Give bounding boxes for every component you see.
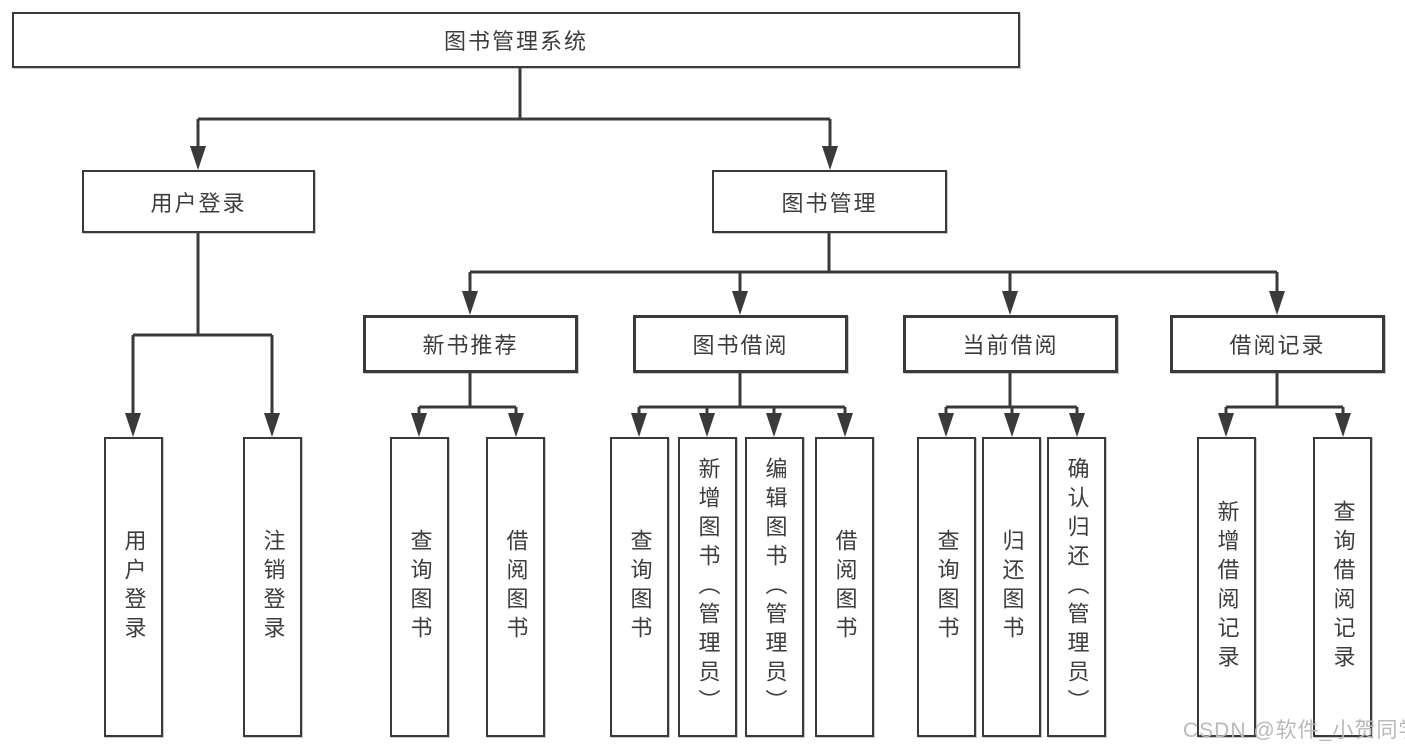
- leaf-logout: 注销登录: [243, 437, 302, 737]
- leaf-confirm-return-admin: 确认归还（管理员）: [1047, 437, 1106, 737]
- leaf-user-login: 用户登录: [104, 437, 163, 737]
- leaf-borrow-books: 借阅图书: [815, 437, 874, 737]
- node-current-borrowing: 当前借阅: [903, 315, 1118, 373]
- node-borrowing-records: 借阅记录: [1170, 315, 1385, 373]
- leaf-add-borrow-record: 新增借阅记录: [1197, 437, 1256, 737]
- node-user-login: 用户登录: [82, 170, 315, 233]
- node-book-borrowing: 图书借阅: [633, 315, 848, 373]
- leaf-edit-books-admin: 编辑图书（管理员）: [745, 437, 804, 737]
- node-new-book-recommend: 新书推荐: [363, 315, 578, 373]
- leaf-return-books: 归还图书: [982, 437, 1041, 737]
- leaf-add-books-admin: 新增图书（管理员）: [678, 437, 737, 737]
- node-book-management: 图书管理: [712, 170, 947, 233]
- leaf-query-books-borrow: 查询图书: [610, 437, 669, 737]
- csdn-watermark: CSDN @软件_小贺同学: [1183, 719, 1405, 742]
- leaf-query-books-recommend: 查询图书: [390, 437, 449, 737]
- leaf-borrow-books-recommend: 借阅图书: [486, 437, 545, 737]
- node-root-library-management-system: 图书管理系统: [12, 12, 1020, 68]
- leaf-query-borrow-record: 查询借阅记录: [1313, 437, 1372, 737]
- leaf-query-books-current: 查询图书: [917, 437, 976, 737]
